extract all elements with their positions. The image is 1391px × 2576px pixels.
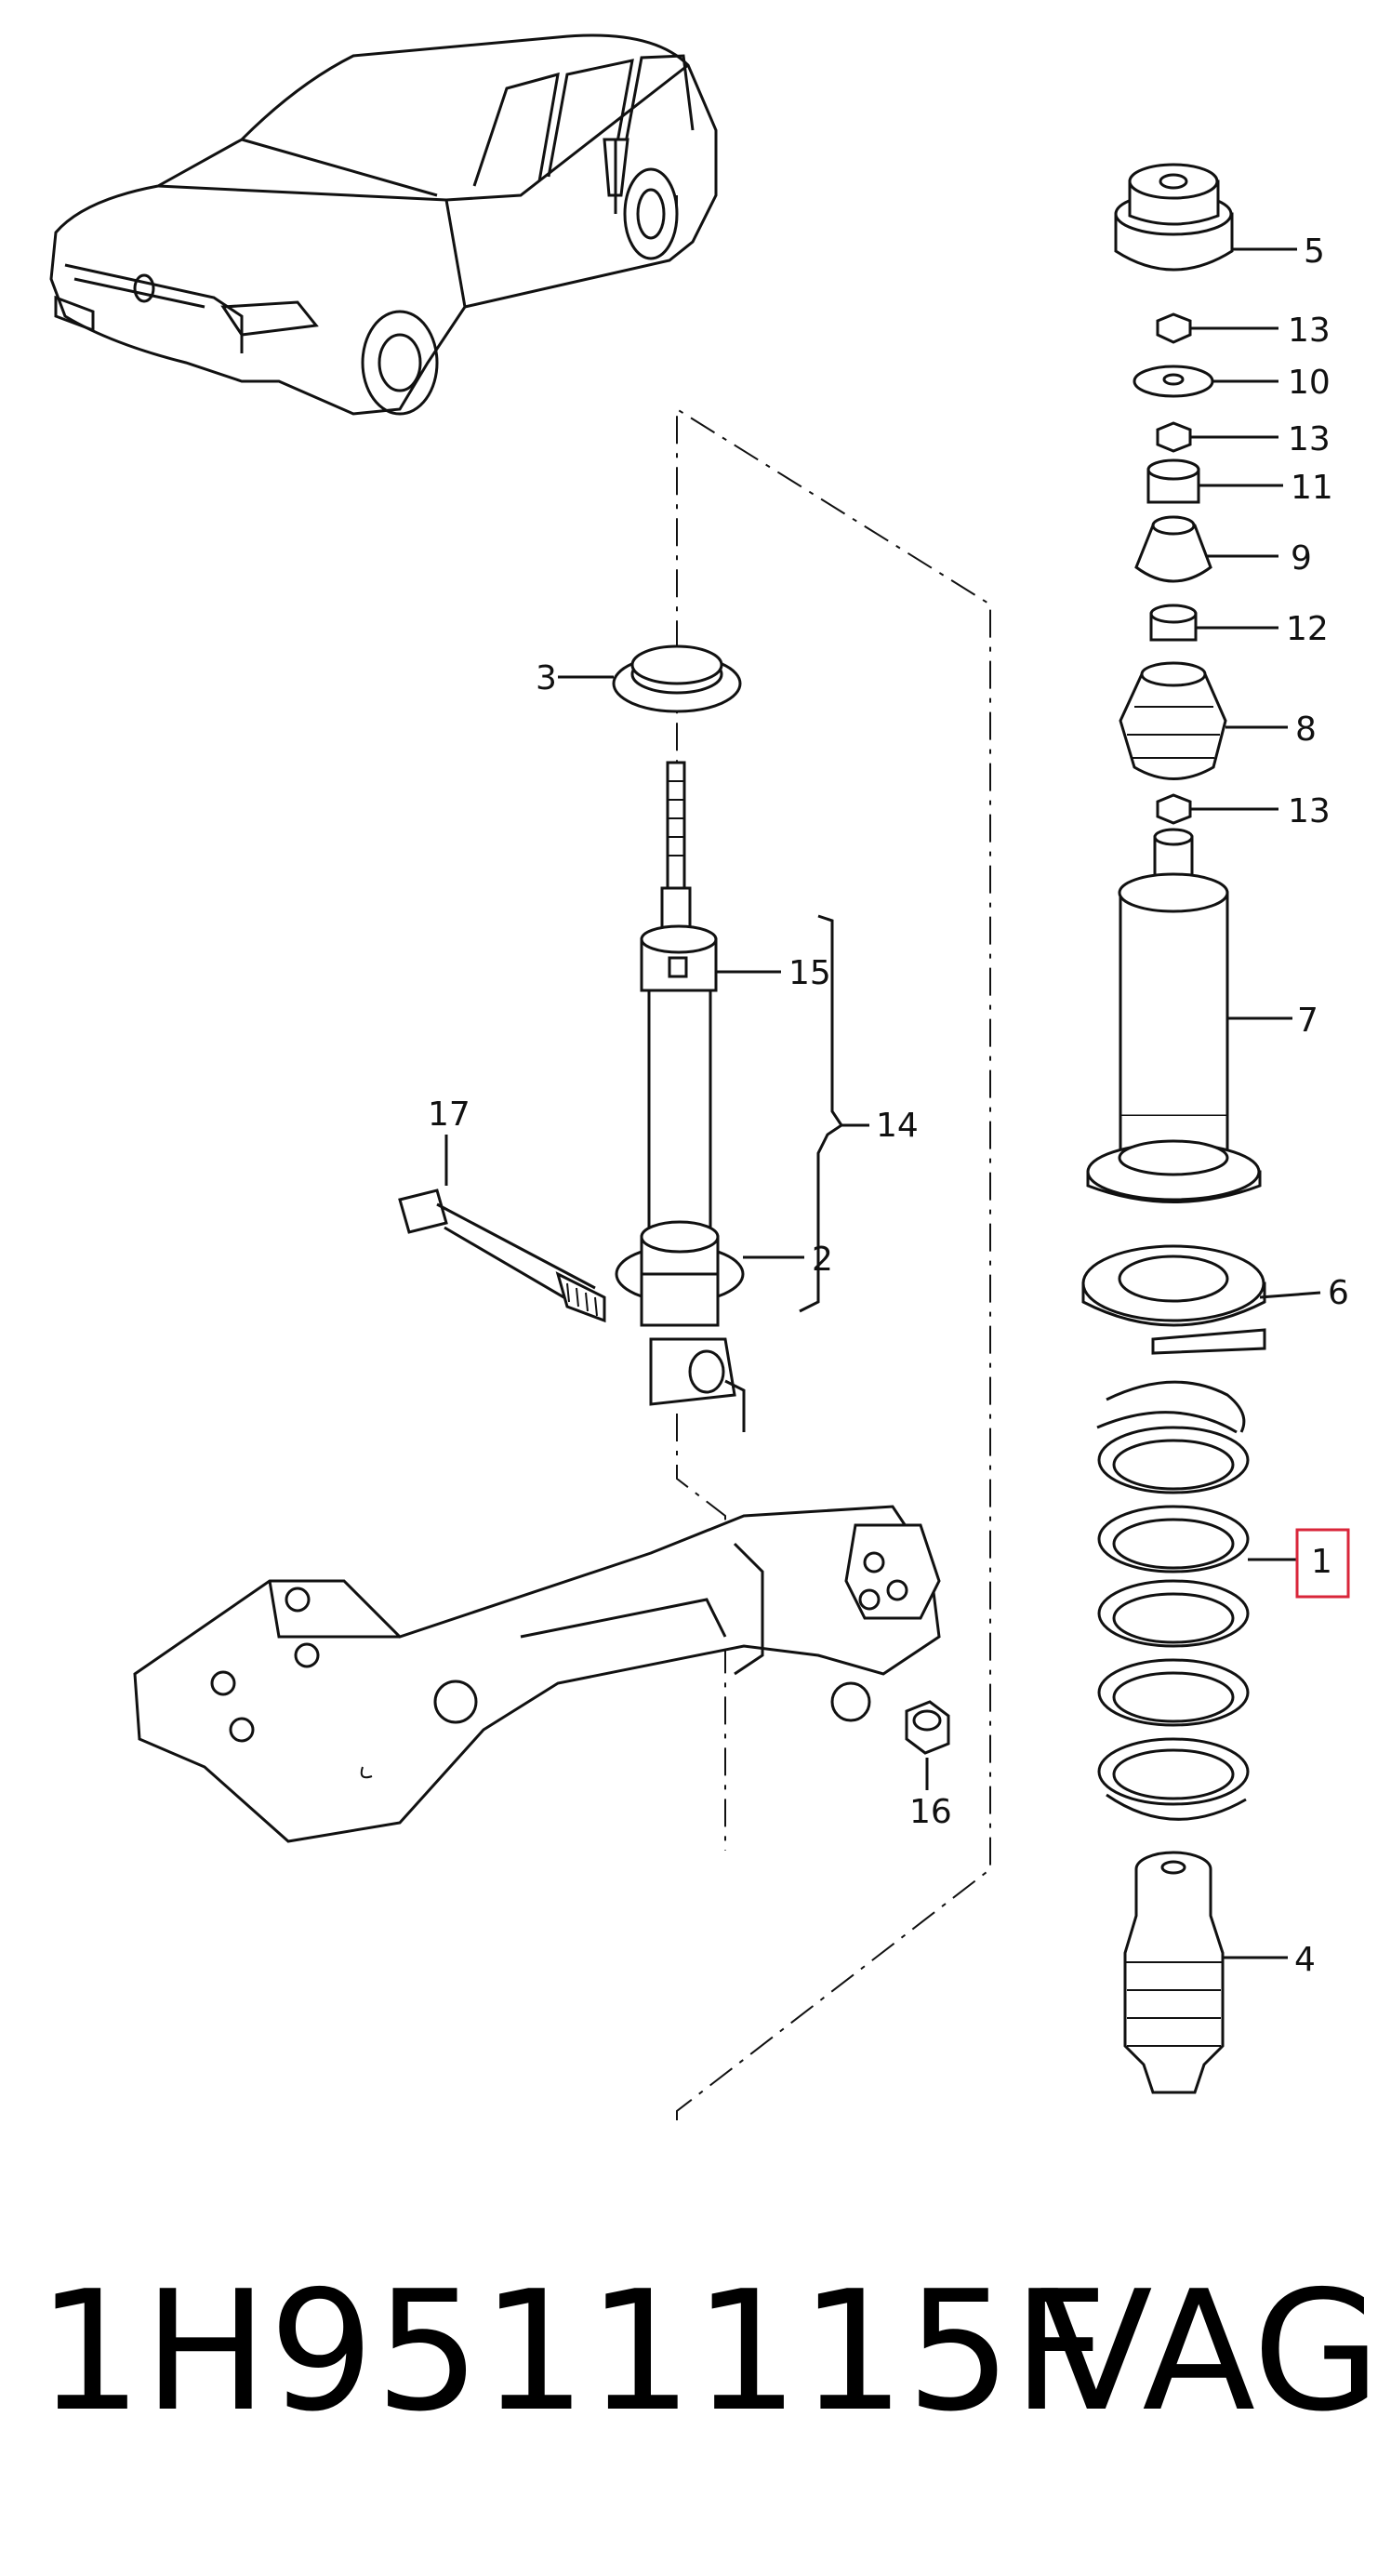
nut-16	[905, 1700, 950, 1755]
mount-8	[1119, 661, 1227, 780]
bush-11	[1146, 458, 1200, 504]
bolt-17	[398, 1188, 606, 1323]
bump-stop-4	[1123, 1851, 1225, 2094]
bump-9	[1134, 515, 1212, 583]
part-number: 1H9511115F	[37, 2255, 1109, 2448]
callout-2: 2	[812, 1241, 833, 1279]
seat-6	[1081, 1244, 1266, 1355]
shock-absorber	[612, 644, 746, 1432]
assembly-line	[676, 195, 991, 2120]
callout-16: 16	[909, 1793, 952, 1831]
mount-5	[1114, 163, 1234, 272]
callout-10: 10	[1288, 364, 1331, 402]
callout-6: 6	[1328, 1274, 1349, 1312]
brand-name: VAG	[1040, 2255, 1381, 2448]
bush-12	[1149, 604, 1198, 642]
callout-7: 7	[1297, 1002, 1318, 1040]
callout-8: 8	[1295, 710, 1317, 749]
car-illustration	[49, 33, 718, 416]
callout-1: 1	[1311, 1543, 1332, 1581]
callout-17: 17	[428, 1095, 470, 1134]
callout-13c: 13	[1288, 792, 1331, 830]
callout-14: 14	[876, 1107, 919, 1145]
nut-13b	[1156, 421, 1192, 453]
boot-7	[1086, 828, 1262, 1203]
washer-10	[1133, 365, 1214, 398]
callout-13b: 13	[1288, 420, 1331, 458]
callout-4: 4	[1294, 1941, 1316, 1979]
callout-3: 3	[536, 659, 557, 697]
leader-lines	[444, 247, 1321, 1959]
callout-5: 5	[1304, 232, 1325, 271]
nut-13a	[1156, 312, 1192, 344]
callout-15: 15	[788, 954, 831, 992]
callout-12: 12	[1286, 610, 1329, 648]
callout-9: 9	[1291, 539, 1312, 578]
coil-spring-1	[1096, 1380, 1250, 1821]
callout-highlight-box	[1295, 1528, 1350, 1599]
trailing-arm	[133, 1505, 941, 1843]
callout-13a: 13	[1288, 312, 1331, 350]
callout-11: 11	[1291, 469, 1333, 507]
nut-13c	[1156, 793, 1192, 825]
